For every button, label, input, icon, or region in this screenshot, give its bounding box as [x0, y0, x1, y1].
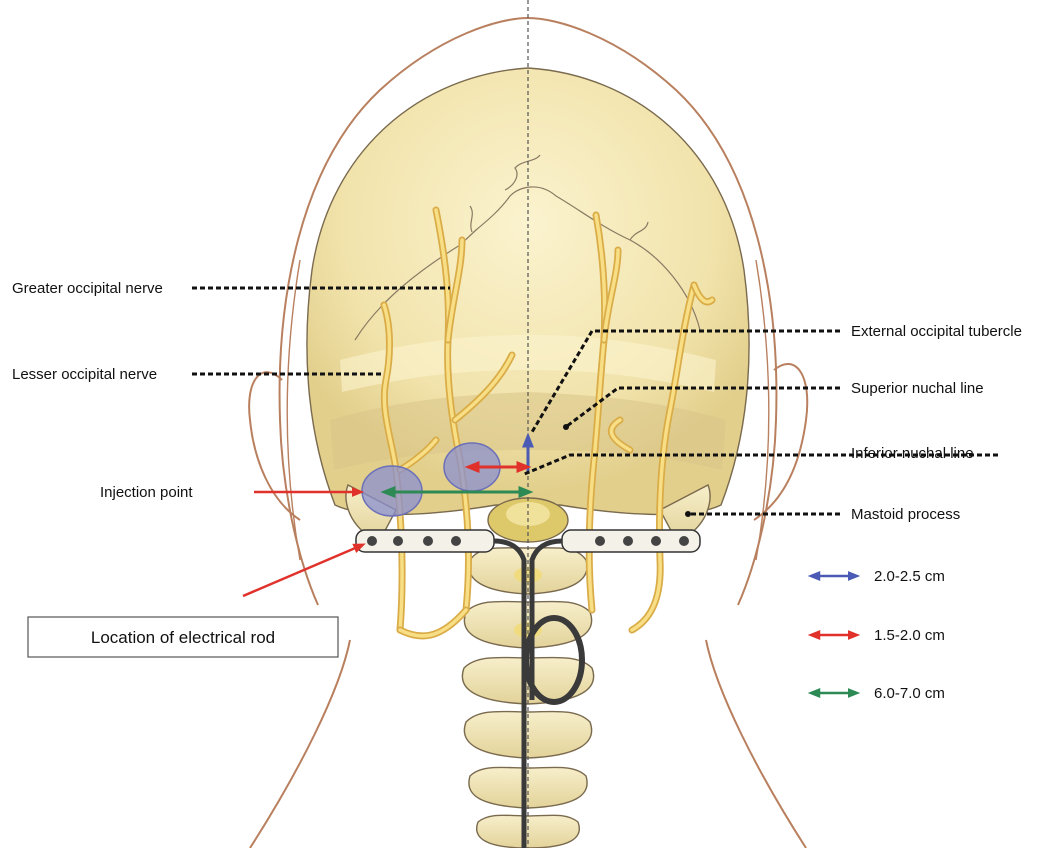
label-external-occipital-tubercle: External occipital tubercle [851, 323, 1022, 340]
label-injection-point: Injection point [100, 484, 193, 501]
legend-red-text: 1.5-2.0 cm [874, 627, 945, 644]
legend: 2.0-2.5 cm 1.5-2.0 cm 6.0-7.0 cm [814, 568, 945, 702]
label-lesser-occipital-nerve: Lesser occipital nerve [12, 366, 157, 383]
electrical-rod-pointer [243, 546, 360, 596]
label-location-of-electrical-rod: Location of electrical rod [91, 628, 275, 647]
legend-blue-text: 2.0-2.5 cm [874, 568, 945, 585]
label-mastoid-process: Mastoid process [851, 506, 960, 523]
label-superior-nuchal-line: Superior nuchal line [851, 380, 984, 397]
label-greater-occipital-nerve: Greater occipital nerve [12, 280, 163, 297]
legend-green-text: 6.0-7.0 cm [874, 685, 945, 702]
